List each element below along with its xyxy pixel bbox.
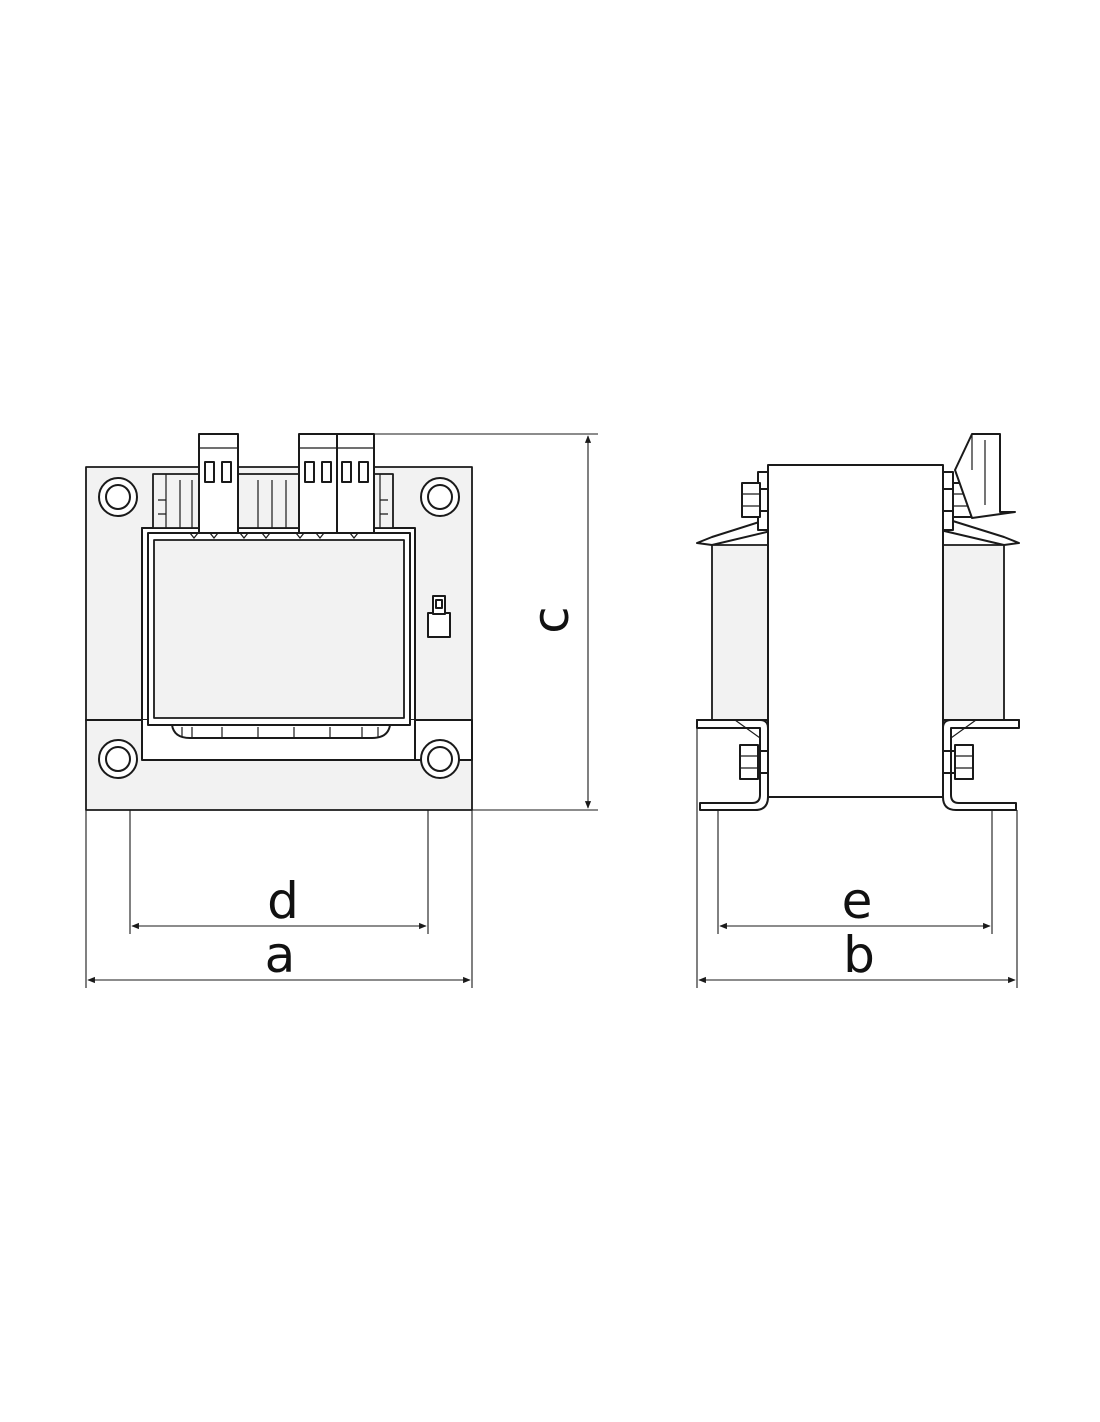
front-core-inner (153, 539, 405, 719)
dimension-lines (85, 433, 1018, 988)
side-gusset-left (734, 719, 761, 740)
front-tab-connector (427, 595, 451, 638)
front-view (85, 433, 473, 811)
front-core-teeth-top (189, 532, 359, 539)
side-core-stack (767, 464, 944, 798)
label-c: c (522, 606, 580, 634)
side-nut-top-left (741, 482, 769, 518)
side-nut-bottom-right (942, 744, 974, 780)
front-bobbin-ribs (181, 727, 379, 737)
front-terminal-right (336, 433, 375, 535)
label-d: d (267, 872, 299, 930)
side-terminal-bracket-inner (971, 434, 986, 505)
label-e: e (842, 872, 873, 930)
front-hole-top-right (420, 477, 460, 517)
label-a: a (265, 926, 296, 984)
front-hole-top-left (98, 477, 138, 517)
side-gusset-right (950, 719, 977, 740)
side-clamp-top-right (942, 471, 954, 531)
front-bobbin-bottom (171, 724, 391, 739)
side-nut-bottom-left (739, 744, 769, 780)
side-view (696, 433, 1020, 811)
front-terminal-middle (298, 433, 338, 535)
front-terminal-ribs (158, 474, 388, 528)
side-foot-left (696, 719, 769, 811)
front-hole-bottom-left (98, 739, 138, 779)
label-b: b (843, 926, 875, 984)
front-hole-bottom-right (420, 739, 460, 779)
front-terminal-left (198, 433, 239, 535)
